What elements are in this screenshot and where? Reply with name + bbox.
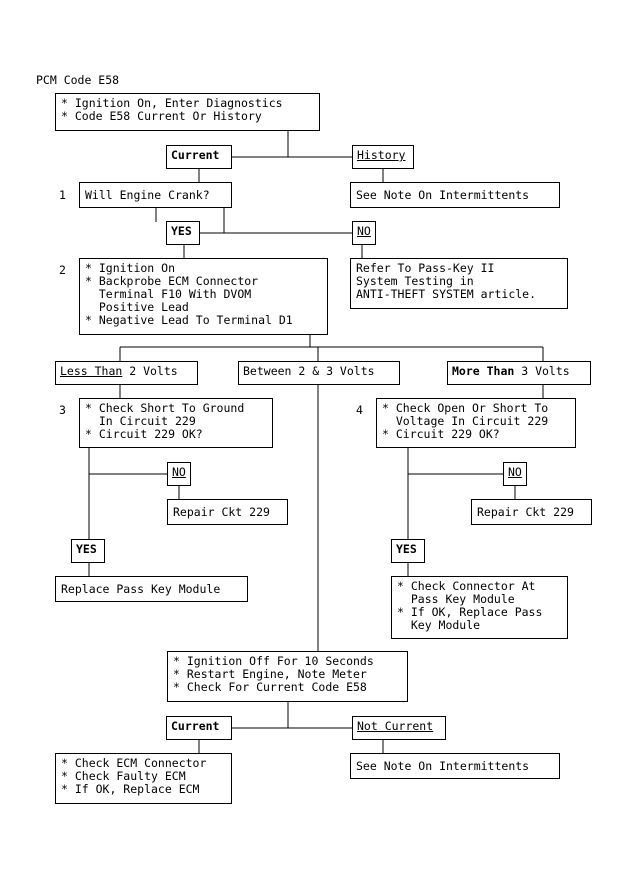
connector-check-box: * Check Connector At Pass Key Module * I…	[391, 576, 568, 639]
no-label-1: NO	[352, 221, 376, 245]
start-line-1: * Ignition On, Enter Diagnostics	[61, 96, 283, 110]
start-line-2: * Code E58 Current Or History	[61, 109, 262, 123]
ecm-check-box: * Check ECM Connector * Check Faulty ECM…	[55, 753, 232, 804]
step-number-2: 2	[59, 263, 66, 277]
more-than-3-volts-label: More Than 3 Volts	[447, 361, 591, 385]
more-than-rest: 3 Volts	[514, 364, 570, 378]
repair-ckt-box-4: Repair Ckt 229	[471, 499, 592, 525]
page-title: PCM Code E58	[36, 73, 120, 87]
no-label-3: NO	[167, 462, 191, 486]
start-box: * Ignition On, Enter Diagnostics* Code E…	[55, 93, 320, 131]
passkey-box: Refer To Pass-Key II System Testing in A…	[350, 258, 568, 309]
yes-label-3: YES	[71, 539, 105, 563]
less-than-underlined: Less Than	[60, 364, 123, 378]
step2-box: * Ignition On * Backprobe ECM Connector …	[79, 258, 328, 335]
step-number-3: 3	[59, 403, 66, 417]
not-current-label: Not Current	[352, 716, 446, 740]
less-than-2-volts-label: Less Than 2 Volts	[55, 361, 198, 385]
step3-box: * Check Short To Ground In Circuit 229 *…	[79, 398, 273, 448]
step-number-1: 1	[59, 188, 66, 202]
replace-pass-key-box: Replace Pass Key Module	[55, 576, 248, 602]
final-note-box: See Note On Intermittents	[350, 753, 560, 779]
more-than-bold: More Than	[452, 364, 515, 378]
ignition-off-box: * Ignition Off For 10 Seconds * Restart …	[167, 651, 408, 702]
repair-ckt-box-3: Repair Ckt 229	[167, 499, 288, 525]
history-label: History	[352, 145, 414, 169]
current-label-2: Current	[166, 716, 232, 740]
yes-label-1: YES	[166, 221, 200, 245]
between-volts-label: Between 2 & 3 Volts	[238, 361, 400, 385]
history-note-box: See Note On Intermittents	[350, 182, 560, 208]
step4-box: * Check Open Or Short To Voltage In Circ…	[376, 398, 576, 448]
step-number-4: 4	[356, 403, 363, 417]
no-label-4: NO	[503, 462, 527, 486]
yes-label-4: YES	[391, 539, 425, 563]
engine-crank-box: Will Engine Crank?	[79, 182, 232, 208]
less-than-rest: 2 Volts	[122, 364, 178, 378]
current-label: Current	[166, 145, 232, 169]
